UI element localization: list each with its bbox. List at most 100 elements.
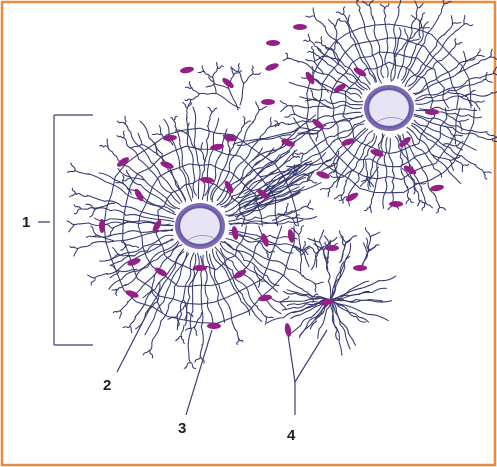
nucleus (261, 99, 275, 105)
fiber-twig (342, 13, 350, 26)
fiber-twig (294, 159, 308, 169)
fiber (406, 131, 443, 178)
nucleus (281, 139, 295, 147)
fiber-twig (290, 227, 300, 236)
fiber-twig (417, 2, 424, 9)
fiber-twig (465, 57, 476, 62)
fiber (397, 18, 416, 80)
fiber (350, 36, 376, 83)
fiber (109, 238, 173, 267)
fiber (224, 240, 303, 290)
label-4-group: 4 (287, 329, 328, 444)
fiber-bridge (242, 140, 296, 191)
fiber-twig (315, 55, 325, 62)
fiber (402, 133, 435, 195)
fiber-twig (307, 237, 321, 243)
fiber-twig (242, 116, 246, 124)
fiber-twig (363, 205, 371, 212)
fiber-twig (345, 235, 358, 243)
fiber-twig (122, 130, 125, 139)
fiber-twig (489, 48, 493, 58)
fiber-twig (362, 0, 370, 6)
fiber-bridge (243, 149, 298, 195)
fiber-cell4 (329, 299, 367, 323)
blood-vessel-right (364, 85, 414, 131)
fiber-twig (438, 3, 445, 17)
label-1: 1 (22, 214, 30, 231)
fiber-twig (449, 159, 455, 172)
fiber (200, 255, 204, 345)
fiber-twig (66, 169, 76, 173)
fiber-twig (454, 37, 457, 46)
label-4: 4 (287, 427, 296, 444)
fiber-twig (300, 153, 305, 163)
fiber-twig (189, 362, 197, 370)
fiber (401, 16, 440, 84)
fiber-twig (293, 245, 304, 252)
fiber-twig (183, 299, 188, 314)
fiber (124, 242, 180, 287)
fiber (215, 250, 263, 323)
fiber-twig (431, 154, 451, 161)
fiber-cell4 (299, 299, 331, 336)
fiber-twig (230, 68, 239, 72)
fiber (412, 60, 468, 94)
fiber-twig (117, 283, 127, 291)
fiber (219, 247, 282, 315)
fiber-twig (294, 152, 305, 155)
fiber-twig (116, 134, 125, 139)
fiber-arc (137, 163, 264, 287)
fiber-twig (205, 83, 215, 88)
fiber-twig (278, 121, 289, 125)
fiber-twig (365, 236, 372, 256)
fiber-twig (130, 143, 143, 149)
fiber (300, 104, 363, 110)
fiber-arc (122, 145, 283, 305)
fiber-twig (73, 204, 82, 210)
nucleus (293, 24, 307, 30)
fiber (348, 24, 378, 83)
nucleus (257, 188, 269, 200)
nucleus (223, 134, 237, 142)
fiber-twig (129, 325, 133, 334)
nucleus (430, 184, 444, 192)
fiber-arc (305, 23, 475, 194)
fiber-twig (167, 315, 178, 320)
fiber-twig (106, 138, 109, 148)
fiber-twig (305, 15, 316, 18)
fiber-twig (310, 89, 316, 100)
nucleus (152, 219, 162, 233)
fiber-arc (342, 61, 436, 155)
fiber-twig (200, 149, 207, 163)
fiber-twig (198, 92, 217, 95)
fiber-twig (338, 168, 355, 179)
fiber-twig (298, 234, 302, 253)
nucleus (134, 188, 144, 202)
fiber-cell4 (329, 299, 389, 322)
fiber-twig (449, 155, 461, 161)
fiber-twig (279, 301, 287, 311)
nucleus (261, 233, 269, 247)
label-1-group: 1 (22, 114, 93, 346)
label-3-group: 3 (178, 329, 213, 437)
fiber-twig (369, 231, 381, 238)
fiber-twig (124, 123, 132, 137)
nucleus (125, 290, 139, 298)
fiber-twig (309, 246, 318, 254)
fiber-twig (243, 120, 252, 124)
fiber-twig (230, 66, 235, 76)
fiber-twig (180, 336, 185, 344)
fiber-twig (89, 207, 98, 218)
fiber-twig (315, 246, 324, 254)
nucleus (233, 269, 247, 279)
fiber (228, 215, 318, 225)
fiber-twig (323, 249, 329, 271)
fiber-twig (380, 3, 386, 10)
fiber (327, 48, 371, 90)
fiber (413, 119, 477, 151)
fiber-twig (284, 202, 289, 213)
fiber-twig (203, 70, 214, 78)
fiber-twig (455, 144, 464, 151)
fiber-twig (365, 160, 369, 179)
fiber-twig (356, 0, 358, 2)
